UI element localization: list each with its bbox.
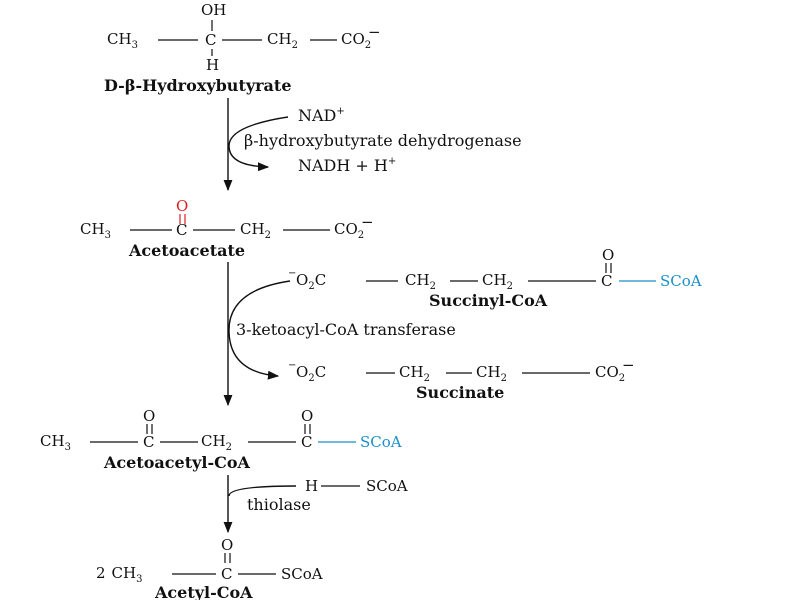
- aa-carboxylate: CO2: [334, 220, 364, 241]
- step-2-reaction: 3-ketoacyl-CoA transferase: [223, 262, 456, 407]
- sc-ch2-first: CH2: [405, 271, 436, 292]
- ac-carbonyl-carbon: C: [221, 565, 232, 583]
- succ-negative-charge: −: [288, 360, 296, 371]
- aac-thioester-carbon: C: [301, 433, 312, 451]
- cofactor-arc-step-1: [228, 116, 289, 172]
- compound-name-acetoacetate: Acetoacetate: [128, 241, 245, 260]
- ac-scoa-group: SCoA: [281, 565, 323, 583]
- hb-ch2: CH2: [267, 30, 298, 51]
- cosubstrate-nad: NAD+: [298, 106, 345, 125]
- aac-keto-oxygen: O: [143, 407, 155, 425]
- aac-thioester-oxygen: O: [301, 407, 313, 425]
- hydroxybutyrate-structure: OH CH3 C CH2 CO2 − H D-β-Hydroxybutyrate: [104, 1, 381, 95]
- cosubstrate-arc-step-2: [228, 280, 291, 380]
- acetoacetyl-coa-structure: O O CH3 C CH2 C SCoA Acetoacetyl-CoA: [40, 407, 402, 472]
- acetoacetate-structure: O CH3 C CH2 CO2 − Acetoacetate: [80, 197, 374, 260]
- enzyme-step-3: thiolase: [247, 495, 311, 514]
- sc-carbonyl-carbon: C: [601, 272, 612, 290]
- succ-carboxylate-left: O2C: [296, 363, 326, 384]
- succinate-structure: − O2C CH2 CH2 CO2 − Succinate: [288, 356, 635, 402]
- aa-carboxylate-charge: −: [361, 213, 374, 231]
- cosubstrate-arc-step-3: [228, 485, 297, 497]
- aa-carbonyl-carbon: C: [176, 221, 187, 239]
- compound-name-succinate: Succinate: [416, 383, 504, 402]
- enzyme-step-1: β-hydroxybutyrate dehydrogenase: [244, 131, 522, 150]
- hydroxyl-oh: OH: [201, 1, 226, 19]
- aac-keto-carbon: C: [143, 433, 154, 451]
- step-3-reaction: H SCoA thiolase: [223, 475, 408, 534]
- succ-carboxylate-charge: −: [622, 356, 635, 374]
- hb-carboxylate-charge: −: [368, 23, 381, 41]
- aac-scoa-group: SCoA: [360, 433, 402, 451]
- sc-negative-charge: −: [288, 268, 296, 279]
- aa-keto-oxygen: O: [176, 197, 188, 215]
- step-1-reaction: NAD+ β-hydroxybutyrate dehydrogenase NAD…: [223, 98, 522, 192]
- sc-scoa-group: SCoA: [660, 272, 702, 290]
- hscoa-hydrogen: H: [305, 477, 318, 495]
- compound-name-succinyl-coa: Succinyl-CoA: [429, 291, 548, 310]
- compound-name-hydroxybutyrate: D-β-Hydroxybutyrate: [104, 76, 292, 95]
- succ-ch2-first: CH2: [399, 363, 430, 384]
- ac-carbonyl-oxygen: O: [221, 536, 233, 554]
- sc-carboxylate: O2C: [296, 271, 326, 292]
- sc-ch2-second: CH2: [482, 271, 513, 292]
- hscoa-scoa: SCoA: [366, 477, 408, 495]
- hb-carboxylate: CO2: [341, 30, 371, 51]
- sc-carbonyl-oxygen: O: [602, 246, 614, 264]
- coproduct-nadh: NADH + H+: [298, 156, 396, 175]
- aac-ch2: CH2: [201, 432, 232, 453]
- hb-hydrogen: H: [206, 56, 219, 74]
- compound-name-acetyl-coa: Acetyl-CoA: [154, 583, 253, 600]
- compound-name-acetoacetyl-coa: Acetoacetyl-CoA: [103, 453, 251, 472]
- succ-carboxylate-right: CO2: [595, 363, 625, 384]
- succinyl-coa-structure: O − O2C CH2 CH2 C SCoA Succinyl-CoA: [288, 246, 702, 310]
- aa-ch2: CH2: [240, 220, 271, 241]
- enzyme-step-2: 3-ketoacyl-CoA transferase: [236, 320, 456, 339]
- succ-ch2-second: CH2: [476, 363, 507, 384]
- hb-central-carbon: C: [205, 31, 216, 49]
- aa-ch3: CH3: [80, 220, 111, 241]
- hb-ch3: CH3: [107, 30, 138, 51]
- aac-ch3: CH3: [40, 432, 71, 453]
